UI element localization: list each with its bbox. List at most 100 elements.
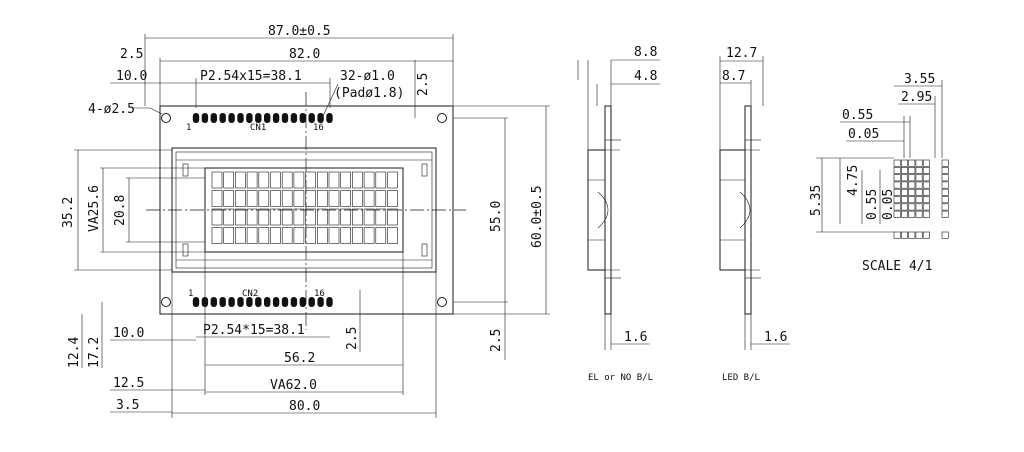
dim-hole-offset-x: 2.5 (120, 47, 143, 62)
char-w355: 3.55 (904, 72, 935, 87)
cursor-dot (900, 231, 908, 239)
cursor-dot (908, 231, 916, 239)
character-cell (258, 190, 270, 207)
matrix-dot (915, 181, 923, 189)
pin-pad (255, 113, 262, 123)
character-cell (328, 208, 340, 226)
matrix-dot (900, 210, 908, 218)
matrix-dot (922, 159, 930, 167)
pin-pad (192, 113, 200, 123)
holes-label: 32-ø1.0 (340, 69, 395, 84)
dim-va256: VA25.6 (87, 185, 102, 232)
cn2-label: CN2 (242, 289, 258, 299)
matrix-dot (908, 174, 916, 182)
pin-pad (228, 297, 235, 307)
pin-pad (210, 297, 217, 307)
character-cell (281, 190, 293, 207)
character-cell (305, 190, 316, 207)
character-cell (211, 208, 223, 226)
matrix-dot (915, 203, 923, 211)
character-cell (305, 171, 316, 189)
matrix-dot (893, 188, 901, 196)
dim-pcb-width: 82.0 (289, 47, 320, 62)
character-cell (352, 227, 363, 244)
matrix-dot (915, 196, 923, 204)
matrix-dot (922, 210, 930, 218)
character-cell (270, 227, 281, 244)
character-cell (328, 227, 340, 244)
led-caption: LED B/L (722, 373, 760, 383)
character-cell (375, 171, 387, 189)
character-cell (305, 208, 316, 226)
pin-pad (299, 113, 306, 123)
character-cell (223, 171, 234, 189)
character-cell (281, 227, 293, 244)
pin-pad (246, 297, 253, 307)
adjacent-dot (941, 174, 949, 182)
pin-pad (317, 297, 324, 307)
character-cell (305, 227, 316, 244)
matrix-dot (900, 196, 908, 204)
character-cell (363, 190, 375, 207)
character-cell (258, 208, 270, 226)
pin-pad (255, 297, 262, 307)
pin-pad (290, 297, 298, 307)
matrix-dot (893, 167, 901, 174)
dim-w800: 80.0 (289, 399, 320, 414)
char-w005: 0.05 (848, 127, 879, 142)
character-cell (281, 208, 293, 226)
dim-h550: 55.0 (489, 201, 504, 232)
cn2-pin1: 1 (188, 289, 193, 299)
cursor-dot (922, 231, 930, 239)
matrix-dot (908, 167, 916, 174)
character-cell (235, 171, 246, 189)
pin-pad (237, 113, 244, 123)
cursor-dot (893, 231, 901, 239)
dim-overall-height: 60.0±0.5 (530, 185, 545, 248)
character-cell (258, 227, 270, 244)
scale-label: SCALE 4/1 (862, 259, 932, 274)
mount-holes-label: 4-ø2.5 (88, 102, 135, 117)
side-view-led: 12.7 8.7 1.6 LED B/L (719, 46, 790, 383)
dim-height-352: 35.2 (61, 197, 76, 228)
character-cell (340, 227, 352, 244)
character-cell (316, 171, 328, 189)
viewing-area (204, 167, 404, 253)
char-w055: 0.55 (842, 108, 873, 123)
character-cell (387, 171, 398, 189)
character-cell (211, 227, 223, 244)
pad-label: (Padø1.8) (334, 86, 404, 101)
character-cell (246, 190, 258, 207)
character-cell (387, 190, 398, 207)
character-cell (363, 171, 375, 189)
pin-pad (281, 113, 289, 123)
adjacent-dot (941, 196, 949, 204)
character-cell (316, 190, 328, 207)
matrix-dot (893, 210, 901, 218)
character-cell (235, 208, 246, 226)
character-cell (293, 171, 305, 189)
matrix-dot (900, 167, 908, 174)
character-cell (363, 208, 375, 226)
character-grid (211, 171, 398, 244)
matrix-dot (908, 196, 916, 204)
cursor-row (893, 231, 930, 239)
pin-pad (201, 113, 209, 123)
pin-pad (272, 297, 280, 307)
character-cell (235, 227, 246, 244)
cn1-pin1: 1 (186, 123, 191, 133)
character-cell (328, 190, 340, 207)
character-cell (352, 171, 363, 189)
pin-pad (210, 113, 217, 123)
connector-cn2-pins (192, 297, 333, 307)
led-dim-16: 1.6 (764, 330, 787, 345)
pin-pad (228, 113, 235, 123)
pin-pad (264, 297, 271, 307)
dim-h172: 17.2 (87, 337, 102, 368)
character-cell (270, 208, 281, 226)
matrix-dot (908, 159, 916, 167)
character-cell (340, 190, 352, 207)
dim-pitch-bottom: P2.54*15=38.1 (203, 323, 305, 338)
matrix-dot (893, 174, 901, 182)
pin-pad (237, 297, 244, 307)
